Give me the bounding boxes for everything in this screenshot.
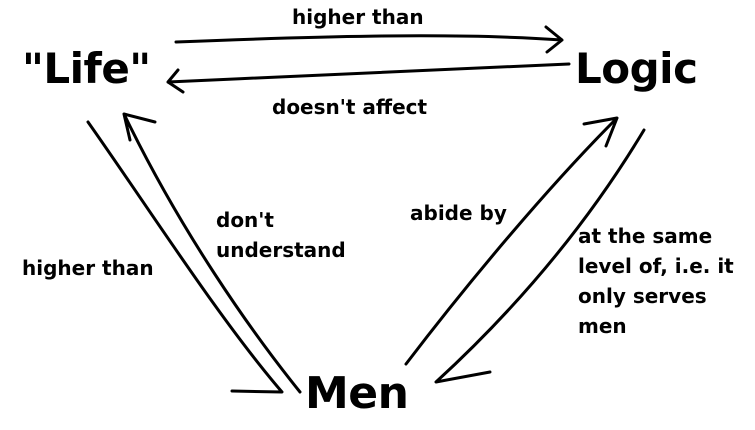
edge-label-line: don't (216, 208, 274, 232)
arrow-logic-to-men (434, 128, 646, 384)
edge-label-line: understand (216, 238, 346, 262)
edge-label-line: level of, i.e. it (578, 254, 734, 278)
edge-label-men-to-life: don't understand (216, 205, 346, 265)
arrow-life-to-logic (174, 25, 564, 54)
arrow-life-to-men (86, 120, 284, 394)
node-logic: Logic (575, 44, 698, 93)
node-men: Men (305, 368, 409, 419)
edge-label-line: only serves (578, 284, 707, 308)
edge-label-line: at the same (578, 224, 713, 248)
edge-label-logic-to-life: doesn't affect (272, 95, 428, 119)
edge-label-logic-to-men: at the same level of, i.e. it only serve… (578, 221, 734, 341)
node-life: "Life" (22, 44, 151, 93)
edge-label-life-to-men: higher than (22, 256, 154, 280)
edge-label-men-to-logic: abide by (410, 201, 507, 225)
arrow-logic-to-life (166, 62, 571, 94)
arrow-men-to-logic (404, 116, 619, 366)
edge-label-life-to-logic: higher than (292, 5, 424, 29)
edge-label-line: men (578, 314, 627, 338)
arrow-men-to-life (122, 112, 302, 394)
